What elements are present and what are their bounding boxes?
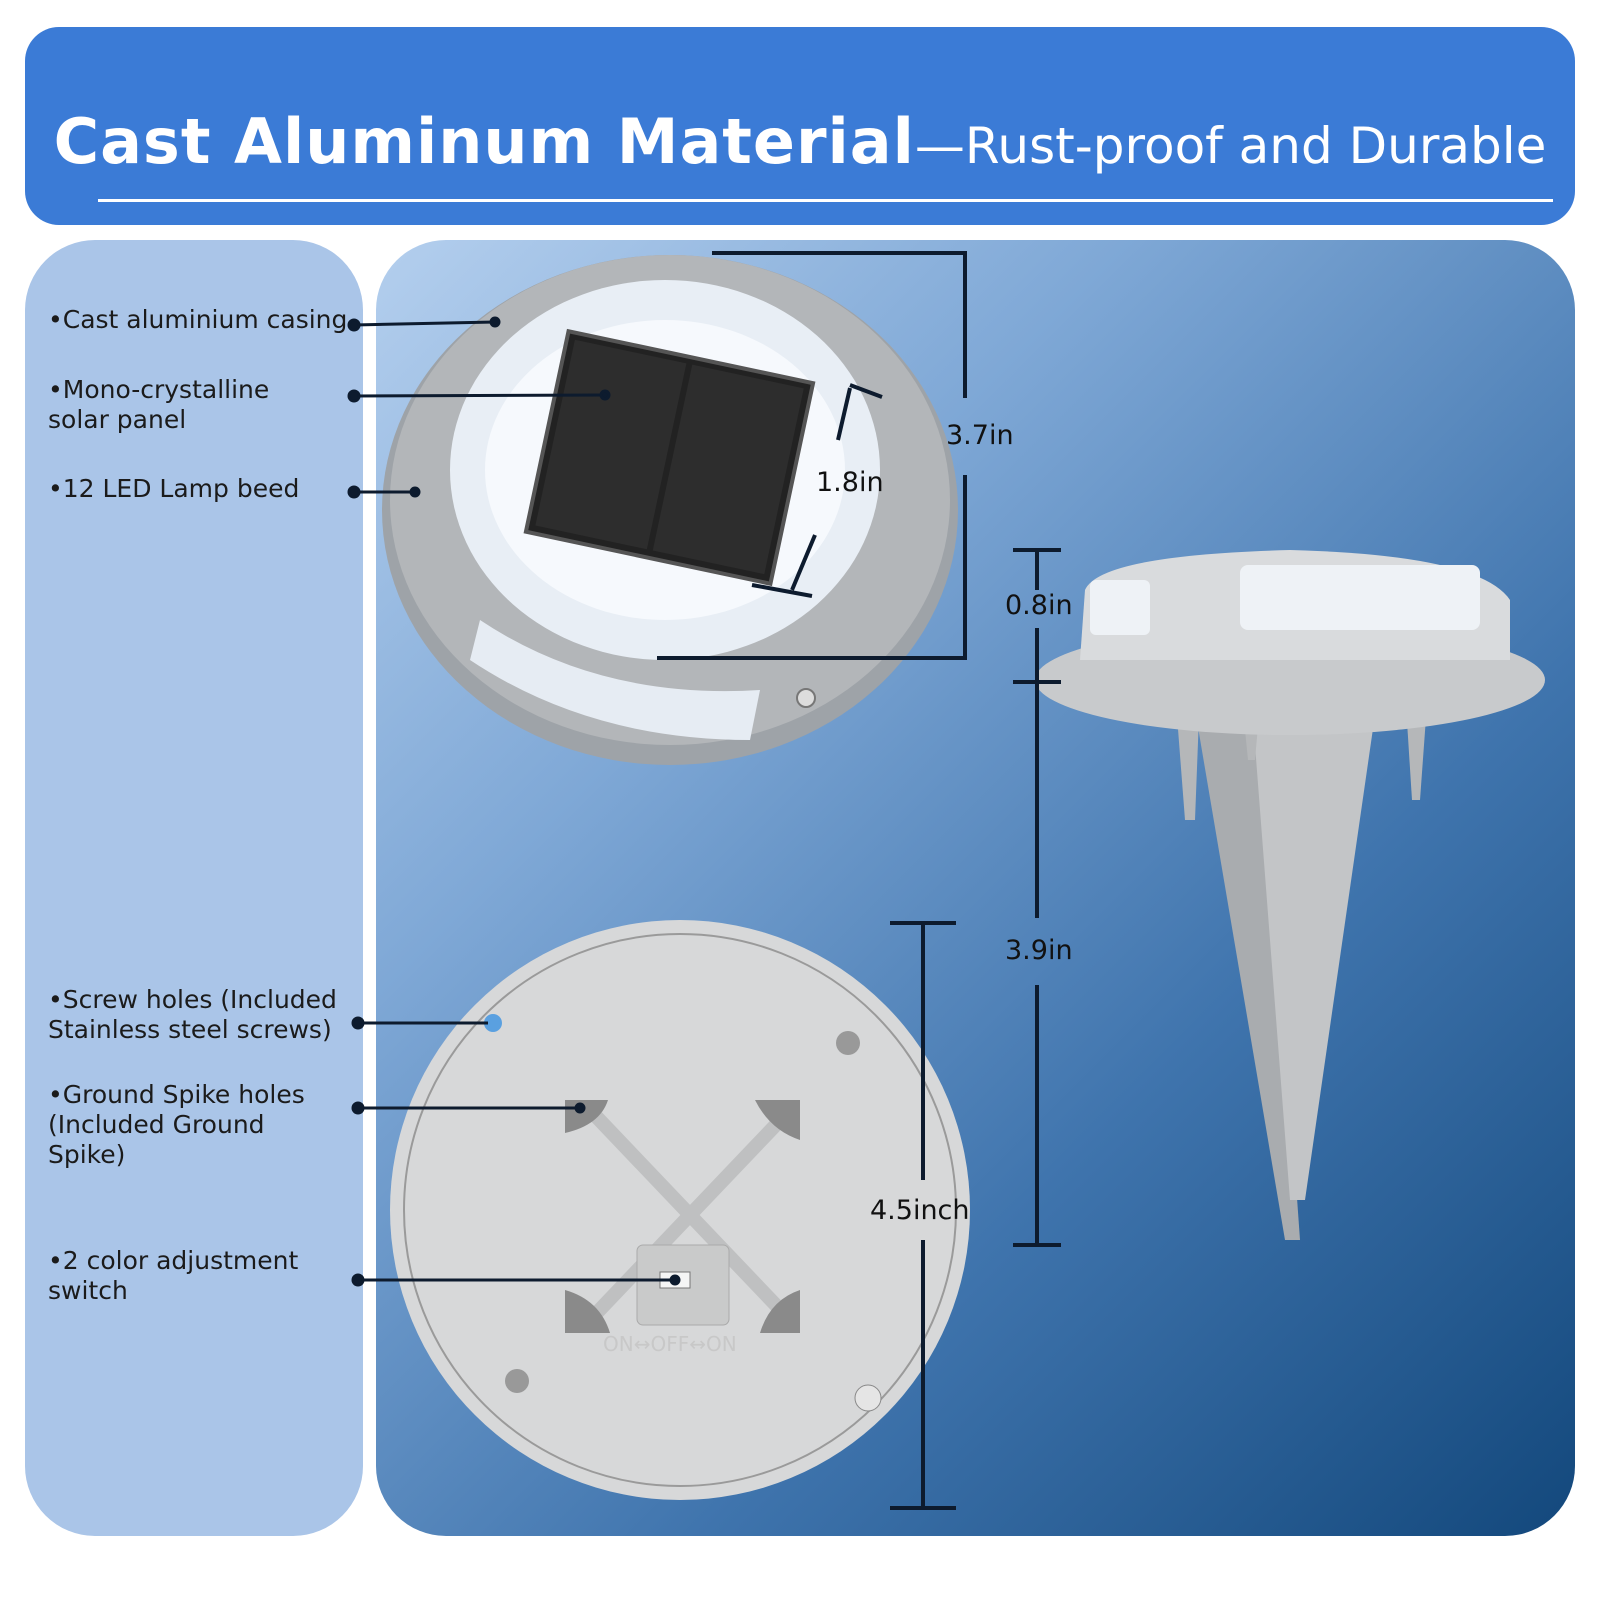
label-screw-holes: •Screw holes (Included Stainless steel s… bbox=[48, 985, 337, 1044]
page-title: Cast Aluminum Material—Rust-proof and Du… bbox=[25, 105, 1575, 178]
screw-hole bbox=[484, 1014, 502, 1032]
title-subtitle: —Rust-proof and Durable bbox=[914, 117, 1547, 175]
title-divider bbox=[98, 199, 1553, 202]
dim-solar-panel: 1.8in bbox=[816, 467, 884, 498]
spike-hole bbox=[565, 1290, 610, 1333]
screw bbox=[505, 1369, 529, 1393]
dim-bottom-diameter: 4.5inch bbox=[870, 1195, 970, 1226]
label-casing: •Cast aluminium casing bbox=[48, 305, 348, 334]
top-view-light bbox=[382, 255, 958, 765]
screw bbox=[836, 1031, 860, 1055]
label-spike-holes: •Ground Spike holes (Included Ground Spi… bbox=[48, 1080, 305, 1169]
dim-height-top: 0.8in bbox=[1005, 590, 1073, 621]
dim-top-diameter: 3.7in bbox=[946, 420, 1014, 451]
header-banner: Cast Aluminum Material—Rust-proof and Du… bbox=[25, 27, 1575, 225]
side-view-spike bbox=[1035, 550, 1545, 1240]
dim-spike-length: 3.9in bbox=[1005, 935, 1073, 966]
label-solar-panel: •Mono-crystalline solar panel bbox=[48, 375, 270, 434]
leader-lines bbox=[347, 316, 681, 1287]
spike-hole bbox=[760, 1290, 800, 1333]
bottom-view bbox=[390, 920, 970, 1500]
title-bold: Cast Aluminum Material bbox=[53, 105, 915, 178]
label-led: •12 LED Lamp beed bbox=[48, 474, 300, 503]
spike-hole bbox=[755, 1100, 800, 1140]
feature-list-panel bbox=[25, 240, 363, 1536]
dimension-lines bbox=[657, 251, 1061, 1510]
switch-marking: ON↔OFF↔ON bbox=[603, 1332, 737, 1356]
label-switch: •2 color adjustment switch bbox=[48, 1246, 299, 1305]
